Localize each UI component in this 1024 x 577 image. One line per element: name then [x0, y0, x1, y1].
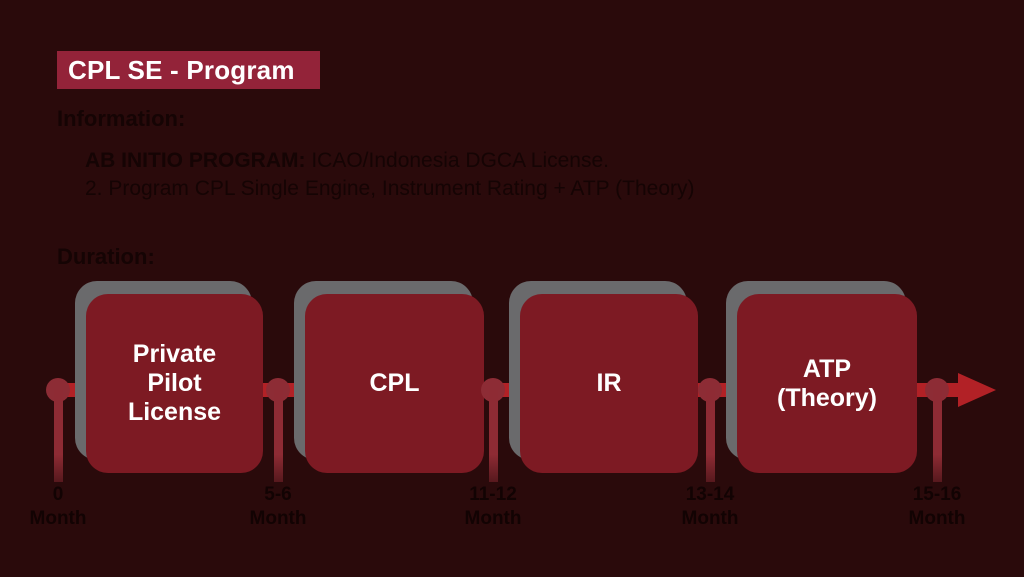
- stage-label-line: License: [127, 398, 222, 426]
- stage-box: Private Pilot License: [86, 294, 263, 473]
- stage-label-line: Private: [132, 340, 217, 368]
- duration-heading: Duration:: [57, 244, 155, 269]
- milestone-label-top: 13-14: [685, 484, 735, 505]
- info-line-1: AB INITIO PROGRAM: ICAO/Indonesia DGCA L…: [85, 147, 694, 175]
- stage-private-pilot-license: Private Pilot License: [75, 281, 263, 473]
- milestone-label: 0 Month: [30, 483, 87, 531]
- milestone-tick: [933, 390, 942, 482]
- milestone-tick: [489, 390, 498, 482]
- information-heading: Information:: [57, 106, 186, 131]
- info-line-2: 2. Program CPL Single Engine, Instrument…: [85, 177, 695, 200]
- info-line-1-bold: AB INITIO PROGRAM:: [85, 149, 306, 172]
- milestone-label: 5-6 Month: [250, 483, 307, 531]
- title-banner: CPL SE - Program: [57, 51, 320, 89]
- milestone-label-top: 15-16: [912, 484, 962, 505]
- milestone-label-top: 11-12: [469, 484, 517, 505]
- milestone-label: 13-14 Month: [682, 483, 739, 531]
- milestone-label: 11-12 Month: [465, 483, 522, 531]
- stage-label-line: IR: [596, 369, 622, 397]
- milestone-tick: [54, 390, 63, 482]
- page-title: CPL SE - Program: [68, 55, 295, 85]
- milestone-tick: [274, 390, 283, 482]
- milestone-label: 15-16 Month: [909, 483, 966, 531]
- timeline-arrowhead-icon: [958, 373, 996, 407]
- milestone-label-bottom: Month: [249, 508, 307, 529]
- milestone-label-bottom: Month: [681, 508, 739, 529]
- information-body: AB INITIO PROGRAM: ICAO/Indonesia DGCA L…: [85, 147, 694, 203]
- milestone-label-top: 5-6: [264, 484, 292, 505]
- milestone-label-top: 0: [52, 484, 64, 505]
- stage-atp-theory: ATP (Theory): [726, 281, 917, 473]
- stage-label-line: ATP: [802, 354, 852, 383]
- milestone-label-bottom: Month: [29, 508, 87, 529]
- stage-label-line: Pilot: [147, 369, 202, 397]
- stage-box: CPL: [305, 294, 484, 473]
- milestone-label-bottom: Month: [464, 508, 522, 529]
- milestone-tick: [706, 390, 715, 482]
- milestone-label-bottom: Month: [908, 508, 966, 529]
- info-line-1-rest: ICAO/Indonesia DGCA License.: [305, 149, 609, 172]
- stage-cpl: CPL: [294, 281, 484, 473]
- stage-label-line: (Theory): [777, 383, 877, 412]
- stage-label-line: CPL: [369, 369, 420, 397]
- stage-ir: IR: [509, 281, 698, 473]
- stage-box: IR: [520, 294, 698, 473]
- stage-box: ATP (Theory): [737, 294, 917, 473]
